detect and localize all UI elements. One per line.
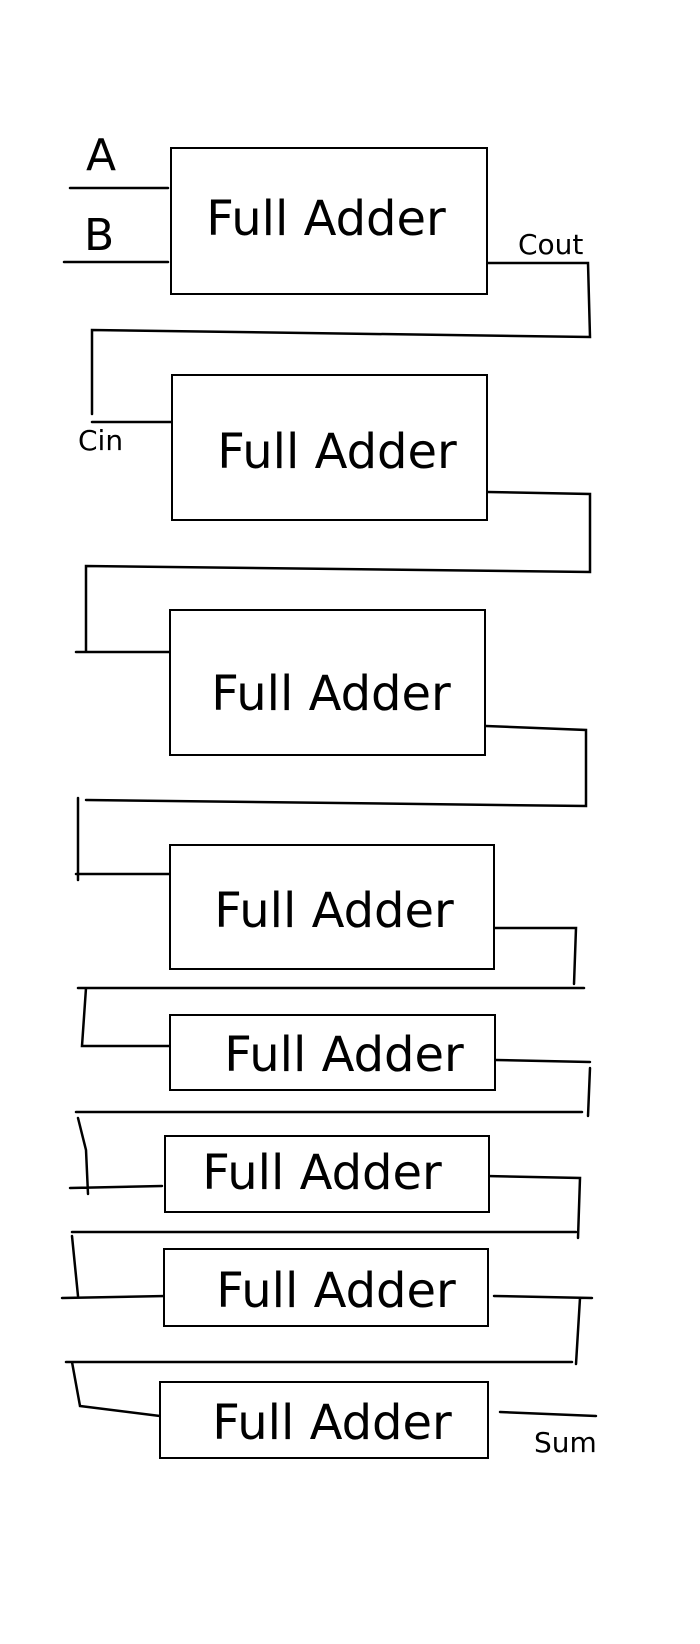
full-adder-3: Full Adder: [169, 609, 486, 756]
full-adder-1: Full Adder: [170, 147, 488, 295]
full-adder-2: Full Adder: [171, 374, 488, 521]
full-adder-5: Full Adder: [169, 1014, 496, 1091]
full-adder-label: Full Adder: [202, 1145, 442, 1201]
full-adder-label: Full Adder: [217, 424, 457, 480]
carry-wire-6: [60, 1174, 582, 1300]
input-a-label: A: [86, 130, 116, 181]
carry-wire-7: [64, 1294, 594, 1418]
carry-wire-4: [76, 926, 586, 1048]
carry-wire-1: [90, 261, 592, 424]
full-adder-label: Full Adder: [224, 1027, 464, 1083]
full-adder-6: Full Adder: [164, 1135, 490, 1213]
sum-label: Sum: [534, 1426, 597, 1459]
full-adder-label: Full Adder: [206, 191, 446, 247]
full-adder-label: Full Adder: [214, 883, 454, 939]
cout-label: Cout: [518, 228, 583, 261]
full-adder-7: Full Adder: [163, 1248, 489, 1327]
cin-label: Cin: [78, 424, 123, 457]
input-b-label: B: [84, 210, 114, 261]
wire-sum-output: [498, 1410, 598, 1418]
full-adder-label: Full Adder: [211, 666, 451, 722]
carry-wire-3: [74, 724, 588, 882]
full-adder-4: Full Adder: [169, 844, 495, 970]
full-adder-8: Full Adder: [159, 1381, 489, 1459]
full-adder-label: Full Adder: [212, 1395, 452, 1451]
carry-wire-5: [68, 1058, 592, 1196]
full-adder-label: Full Adder: [216, 1263, 456, 1319]
carry-wire-2: [74, 490, 592, 654]
